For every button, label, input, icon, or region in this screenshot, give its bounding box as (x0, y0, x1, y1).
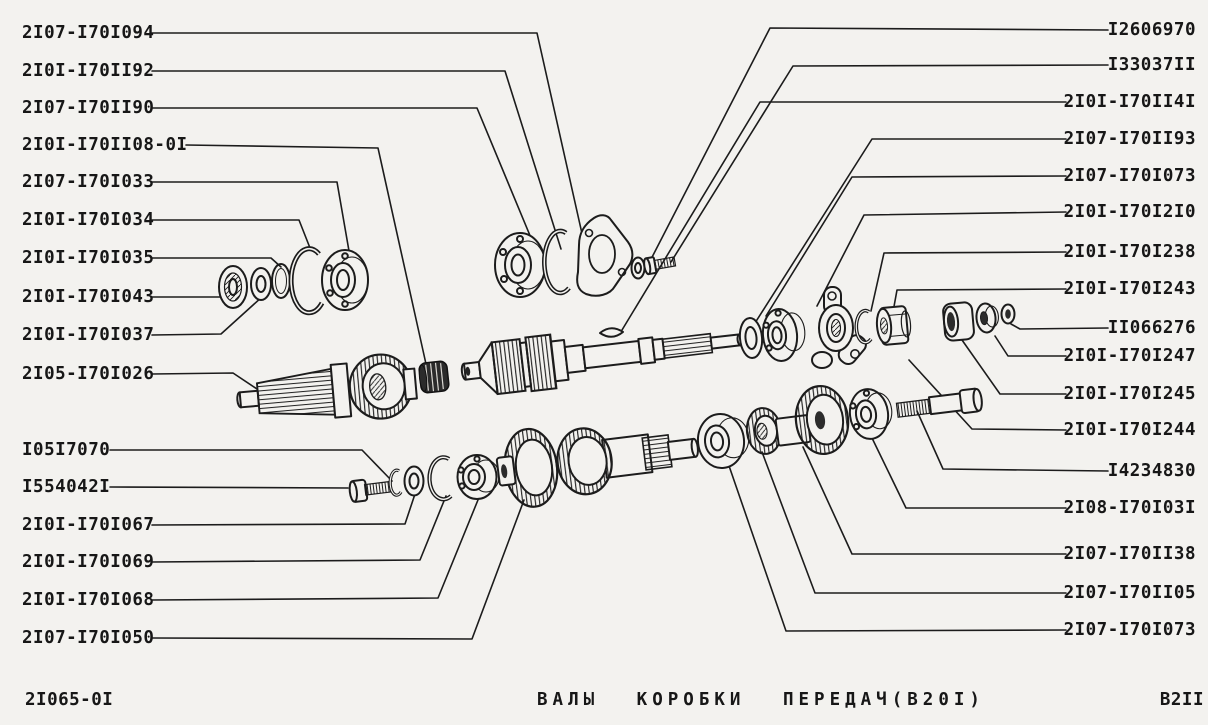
main-shaft (460, 332, 744, 396)
part-label: 2I07-I70I050 (22, 628, 154, 648)
part-label: I05I7070 (22, 440, 110, 460)
intermediate-shaft-cluster-gear (495, 427, 699, 508)
part-label: I554042I (22, 477, 110, 497)
bearing-lock-plate (576, 214, 634, 297)
part-label: 2I07-I70I033 (22, 172, 154, 192)
part-label: 2I0I-I70I068 (22, 590, 154, 610)
part-label: 2I0I-I70I238 (1064, 242, 1196, 262)
part-label: 2I07-I70II90 (22, 98, 154, 118)
spring-washer (250, 267, 272, 301)
part-label: 2I0I-I70I243 (1064, 279, 1196, 299)
part-label: 2I07-I70I073 (1064, 166, 1196, 186)
input-shaft (236, 353, 418, 420)
part-label: 2I0I-I70I069 (22, 552, 154, 572)
part-label: 2I07-I70II38 (1064, 544, 1196, 564)
bolt-lock-washer (388, 468, 403, 497)
first-gear (794, 385, 850, 455)
part-label: 2I0I-I70I035 (22, 248, 154, 268)
sheet-code: 2I065-0I (25, 690, 113, 710)
part-label: 2I07-I70I094 (22, 23, 154, 43)
part-label: 2I0I-I70II08-0I (22, 135, 188, 155)
leader-lines (109, 27, 1109, 640)
rear-thrust-washer (738, 317, 764, 359)
intermediate-front-bearing (456, 454, 500, 500)
needle-bearing-cage (418, 360, 450, 394)
part-label: II066276 (1108, 318, 1196, 338)
part-label: 2I07-I70II05 (1064, 583, 1196, 603)
plate-bolt (643, 256, 677, 276)
input-shaft-bearing (321, 249, 369, 311)
flange-nut (875, 305, 912, 346)
rear-ball-bearing (761, 308, 806, 362)
part-label: 2I0I-I70I245 (1064, 384, 1196, 404)
part-label: 2I07-I70II93 (1064, 129, 1196, 149)
woodruff-key (599, 327, 624, 338)
bearing-snap-ring (542, 228, 571, 296)
part-label: 2I0I-I70I037 (22, 325, 154, 345)
snap-ring-large (288, 246, 325, 316)
intermediate-rear-bearing (696, 413, 750, 469)
part-label: 2I0I-I70I067 (22, 515, 154, 535)
oil-seal (218, 265, 248, 309)
part-label: I4234830 (1108, 461, 1196, 481)
part-label: 2I0I-I70I244 (1064, 420, 1196, 440)
part-label: 2I0I-I70II92 (22, 61, 154, 81)
drawing-title: ВАЛЫ КОРОБКИ ПЕРЕДАЧ(В20I) (537, 690, 985, 710)
part-label: 2I05-I70I026 (22, 364, 154, 384)
plate-washer (630, 256, 646, 280)
part-label: 2I0I-I70I2I0 (1064, 202, 1196, 222)
part-label: 2I0I-I70I247 (1064, 346, 1196, 366)
output-flange (811, 286, 867, 369)
idler-ball-bearing (848, 388, 893, 440)
part-label: 2I08-I70I03I (1064, 498, 1196, 518)
part-label: 2I0I-I70I034 (22, 210, 154, 230)
labels-left: 2I07-I70I094 2I0I-I70II92 2I07-I70II90 2… (22, 23, 188, 648)
flat-washer (403, 465, 425, 497)
snap-ring-small (427, 455, 453, 502)
small-nut (975, 302, 999, 334)
tiny-washer (1000, 303, 1016, 325)
part-label: 2I0I-I70II4I (1064, 92, 1196, 112)
spacer-bushing (942, 301, 975, 342)
part-label: I2606970 (1108, 20, 1196, 40)
main-shaft-front-bearing (494, 232, 546, 298)
page-code: В2II (1160, 690, 1204, 710)
flange-lock-washer (854, 308, 873, 345)
part-label: I33037II (1108, 55, 1196, 75)
idler-axle-bolt (895, 387, 983, 418)
part-label: 2I07-I70I073 (1064, 620, 1196, 640)
labels-right: I2606970 I33037II 2I0I-I70II4I 2I07-I70I… (1064, 20, 1196, 640)
part-label: 2I0I-I70I043 (22, 287, 154, 307)
